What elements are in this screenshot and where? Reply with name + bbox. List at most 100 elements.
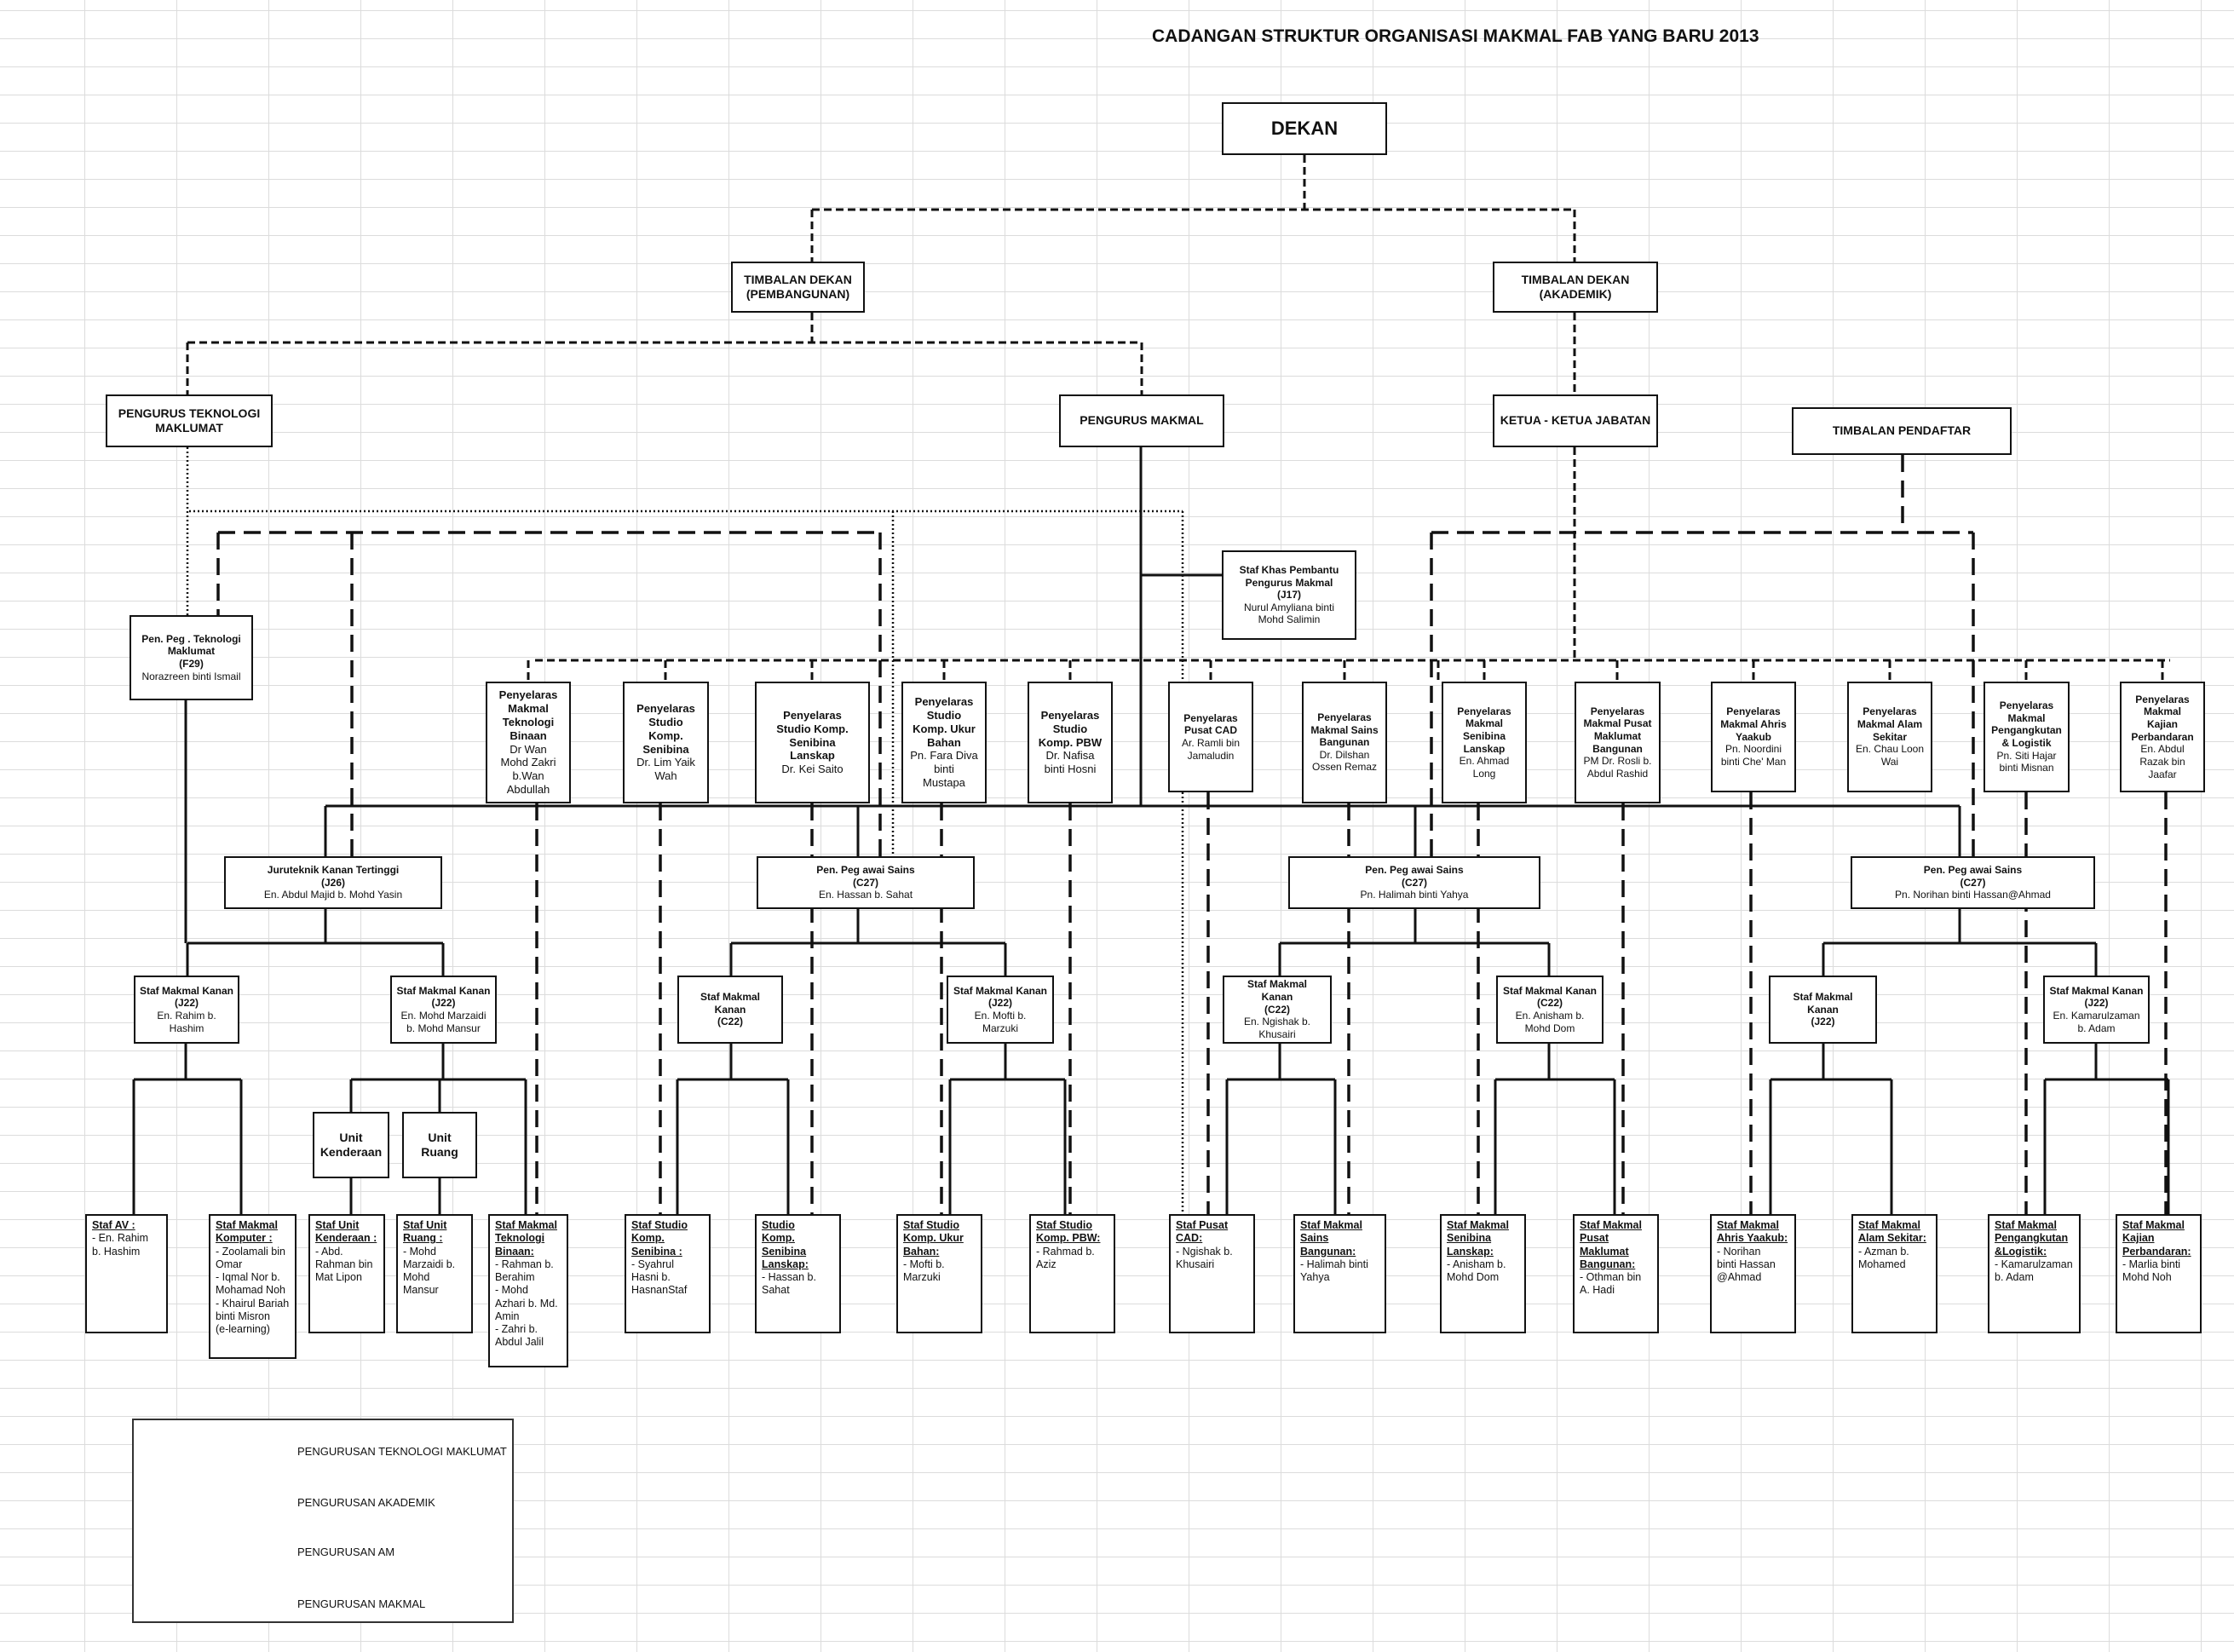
staff-box-heading: Staf Makmal Alam Sekitar: (1858, 1219, 1926, 1245)
level2-box-4-title: Pen. Peg awai Sains (C27) (1923, 864, 2023, 889)
level3-box-7-title: Staf Makmal Kanan (J22) (1793, 991, 1853, 1028)
staff-box-members: - Ngishak b. Khusairi (1176, 1245, 1233, 1270)
dekan-box-title: DEKAN (1270, 117, 1339, 139)
penyelaras-box-1-name: Dr Wan Mohd Zakri b.Wan Abdullah (500, 742, 556, 797)
pen-peg-ti-box-title: Pen. Peg . Teknologi Maklumat (F29) (141, 632, 241, 670)
legend-label-3: PENGURUSAN AM (297, 1546, 395, 1558)
staff-box-5: Staf Makmal Teknologi Binaan:- Rahman b.… (488, 1214, 568, 1367)
staff-box-10: Staf Pusat CAD:- Ngishak b. Khusairi (1169, 1214, 1255, 1333)
staff-box-8: Staf Studio Komp. Ukur Bahan:- Mofti b. … (896, 1214, 982, 1333)
staff-box-14: Staf Makmal Ahris Yaakub:- Norihan binti… (1710, 1214, 1796, 1333)
staff-box-members: - Rahmad b. Aziz (1036, 1245, 1095, 1270)
penyelaras-box-10-name: Pn. Noordini binti Che' Man (1720, 743, 1787, 768)
staff-box-3: Staf Unit Kenderaan :- Abd. Rahman bin M… (308, 1214, 385, 1333)
staff-box-heading: Studio Komp. Senibina Lanskap: (762, 1219, 809, 1270)
unit-ruang-box: Unit Ruang (402, 1112, 477, 1178)
penyelaras-box-2-title: Penyelaras Studio Komp. Senibina (636, 701, 695, 756)
penyelaras-box-13-name: En. Abdul Razak bin Jaafar (2139, 743, 2185, 780)
staff-box-7: Studio Komp. Senibina Lanskap:- Hassan b… (755, 1214, 841, 1333)
staff-box-6: Staf Studio Komp. Senibina :- Syahrul Ha… (625, 1214, 711, 1333)
unit-kenderaan-box: Unit Kenderaan (313, 1112, 389, 1178)
level3-box-7: Staf Makmal Kanan (J22) (1769, 976, 1877, 1044)
penyelaras-box-3-title: Penyelaras Studio Komp. Senibina Lanskap (776, 708, 849, 763)
penyelaras-box-5-title: Penyelaras Studio Komp. PBW (1038, 708, 1103, 749)
pengurus-teknologi-maklumat-box-title: PENGURUS TEKNOLOGI MAKLUMAT (118, 406, 261, 435)
level2-box-2-name: En. Hassan b. Sahat (818, 889, 913, 901)
level3-box-8-name: En. Kamarulzaman b. Adam (2053, 1010, 2140, 1034)
staff-box-heading: Staf Unit Kenderaan : (315, 1219, 377, 1245)
penyelaras-box-12-name: Pn. Siti Hajar binti Misnan (1996, 749, 2057, 774)
staf-khas-box-title: Staf Khas Pembantu Pengurus Makmal (J17) (1239, 563, 1339, 602)
level2-box-3-name: Pn. Halimah binti Yahya (1360, 889, 1469, 901)
staff-box-members: - Othman bin A. Hadi (1580, 1271, 1642, 1297)
level3-box-5-name: En. Ngishak b. Khusairi (1243, 1016, 1311, 1040)
penyelaras-box-6-name: Ar. Ramli bin Jamaludin (1181, 737, 1241, 762)
level3-box-2-name: En. Mohd Marzaidi b. Mohd Mansur (400, 1010, 487, 1034)
staff-box-16: Staf Makmal Pengangkutan &Logistik:- Kam… (1988, 1214, 2081, 1333)
ketua-jabatan-box-title: KETUA - KETUA JABATAN (1500, 413, 1651, 428)
timbalan-dekan-pembangunan-box-title: TIMBALAN DEKAN (PEMBANGUNAN) (744, 272, 852, 301)
staff-box-heading: Staf Unit Ruang : (403, 1219, 447, 1245)
penyelaras-box-13-title: Penyelaras Makmal Kajian Perbandaran (2131, 693, 2194, 743)
penyelaras-box-4-name: Pn. Fara Diva binti Mustapa (910, 749, 978, 790)
pengurus-teknologi-maklumat-box: PENGURUS TEKNOLOGI MAKLUMAT (106, 394, 273, 447)
staff-box-members: - Hassan b. Sahat (762, 1271, 816, 1297)
staff-box-members: - Abd. Rahman bin Mat Lipon (315, 1245, 373, 1284)
penyelaras-box-8-title: Penyelaras Makmal Senibina Lanskap (1457, 705, 1511, 755)
level2-box-4-name: Pn. Norihan binti Hassan@Ahmad (1895, 889, 2051, 901)
staff-box-heading: Staf Makmal Kajian Perbandaran: (2122, 1219, 2191, 1258)
pen-peg-ti-box: Pen. Peg . Teknologi Maklumat (F29)Noraz… (130, 615, 253, 700)
level2-box-4: Pen. Peg awai Sains (C27)Pn. Norihan bin… (1851, 856, 2095, 909)
level2-box-1: Juruteknik Kanan Tertinggi (J26)En. Abdu… (224, 856, 442, 909)
level3-box-1-name: En. Rahim b. Hashim (157, 1010, 216, 1034)
level3-box-3: Staf Makmal Kanan (C22) (677, 976, 783, 1044)
penyelaras-box-9: Penyelaras Makmal Pusat Maklumat Banguna… (1575, 682, 1661, 803)
level3-box-8: Staf Makmal Kanan (J22)En. Kamarulzaman … (2043, 976, 2150, 1044)
staff-box-members: - Norihan binti Hassan @Ahmad (1717, 1245, 1776, 1284)
staff-box-4: Staf Unit Ruang :- Mohd Marzaidi b. Mohd… (396, 1214, 473, 1333)
level2-box-2-title: Pen. Peg awai Sains (C27) (816, 864, 915, 889)
penyelaras-box-4-title: Penyelaras Studio Komp. Ukur Bahan (913, 694, 976, 749)
timbalan-pendaftar-box: TIMBALAN PENDAFTAR (1792, 407, 2012, 455)
staff-box-9: Staf Studio Komp. PBW:- Rahmad b. Aziz (1029, 1214, 1115, 1333)
level3-box-6-title: Staf Makmal Kanan (C22) (1502, 984, 1598, 1010)
staff-box-15: Staf Makmal Alam Sekitar:- Azman b. Moha… (1851, 1214, 1937, 1333)
staff-box-heading: Staf Makmal Teknologi Binaan: (495, 1219, 557, 1258)
timbalan-pendaftar-box-title: TIMBALAN PENDAFTAR (1832, 423, 1972, 438)
penyelaras-box-9-name: PM Dr. Rosli b. Abdul Rashid (1583, 755, 1652, 780)
dekan-box: DEKAN (1222, 102, 1387, 155)
staff-box-heading: Staf Makmal Komputer : (216, 1219, 278, 1245)
staf-khas-box-name: Nurul Amyliana binti Mohd Salimin (1243, 601, 1335, 626)
staff-box-17: Staf Makmal Kajian Perbandaran:- Marlia … (2116, 1214, 2202, 1333)
penyelaras-box-11-title: Penyelaras Makmal Alam Sekitar (1857, 705, 1923, 743)
penyelaras-box-11-name: En. Chau Loon Wai (1855, 743, 1925, 768)
level3-box-2-title: Staf Makmal Kanan (J22) (396, 984, 491, 1010)
level2-box-2: Pen. Peg awai Sains (C27)En. Hassan b. S… (757, 856, 975, 909)
staff-box-13: Staf Makmal Pusat Maklumat Bangunan:- Ot… (1573, 1214, 1659, 1333)
level3-box-3-title: Staf Makmal Kanan (C22) (700, 991, 761, 1028)
level3-box-1-title: Staf Makmal Kanan (J22) (139, 984, 234, 1010)
level2-box-3-title: Pen. Peg awai Sains (C27) (1365, 864, 1464, 889)
staff-box-2: Staf Makmal Komputer :- Zoolamali bin Om… (209, 1214, 297, 1359)
staff-box-12: Staf Makmal Senibina Lanskap:- Anisham b… (1440, 1214, 1526, 1333)
penyelaras-box-12-title: Penyelaras Makmal Pengangkutan & Logisti… (1991, 699, 2062, 749)
timbalan-dekan-akademik-box: TIMBALAN DEKAN (AKADEMIK) (1493, 262, 1658, 313)
timbalan-dekan-pembangunan-box: TIMBALAN DEKAN (PEMBANGUNAN) (731, 262, 865, 313)
pengurus-makmal-box: PENGURUS MAKMAL (1059, 394, 1224, 447)
staff-box-heading: Staf Studio Komp. Senibina : (631, 1219, 688, 1258)
page-title: CADANGAN STRUKTUR ORGANISASI MAKMAL FAB … (1152, 26, 1759, 46)
staff-box-heading: Staf Makmal Senibina Lanskap: (1447, 1219, 1509, 1258)
penyelaras-box-10-title: Penyelaras Makmal Ahris Yaakub (1720, 705, 1787, 743)
staff-box-heading: Staf AV : (92, 1219, 135, 1231)
level2-box-1-title: Juruteknik Kanan Tertinggi (J26) (267, 864, 400, 889)
level3-box-6: Staf Makmal Kanan (C22)En. Anisham b. Mo… (1496, 976, 1604, 1044)
penyelaras-box-8-name: En. Ahmad Long (1459, 755, 1510, 780)
legend (132, 1419, 514, 1623)
